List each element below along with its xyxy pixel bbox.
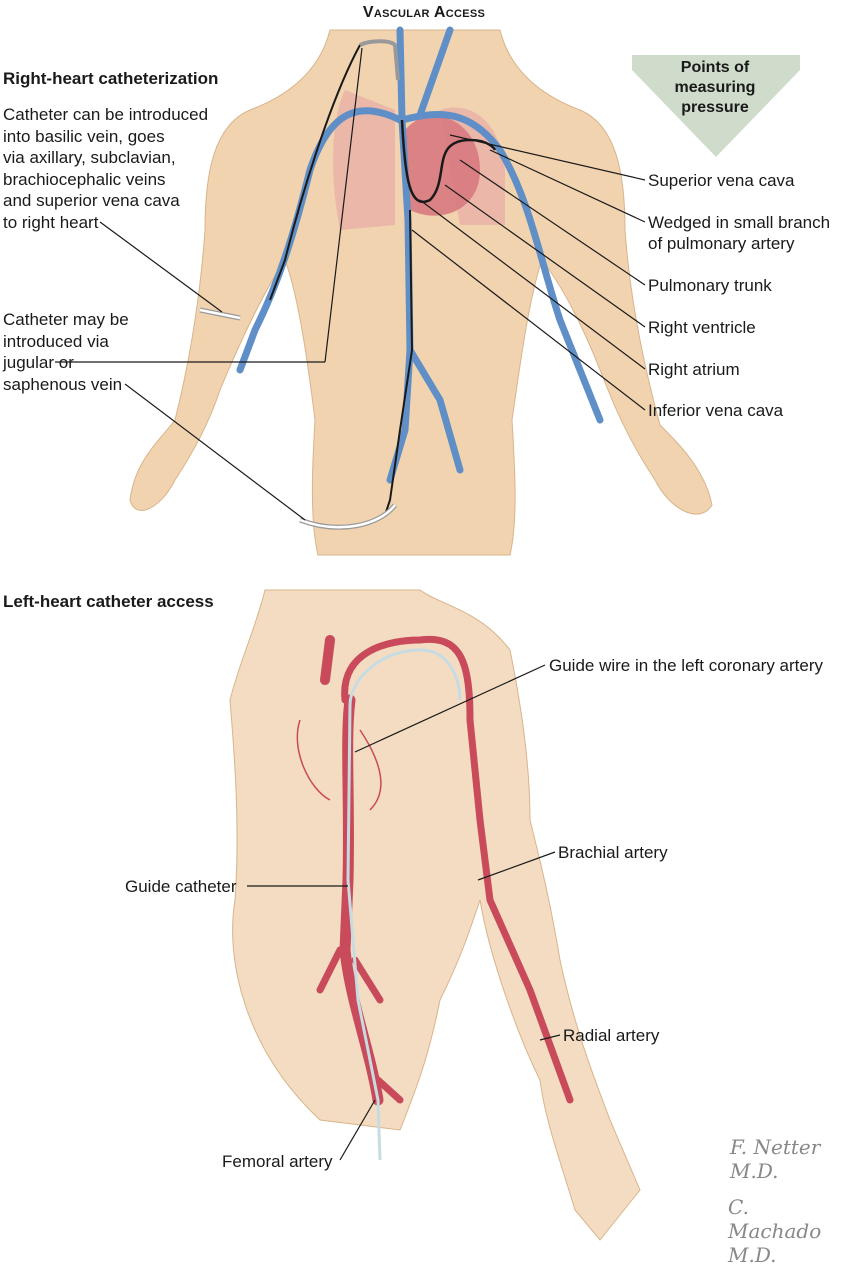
label-wedged-2: of pulmonary artery (648, 234, 795, 253)
left-heart-heading: Left-heart catheter access (3, 592, 214, 611)
body-figure-top (129, 26, 713, 556)
note-line: introduced via (3, 331, 109, 351)
note-line: to right heart (3, 212, 99, 232)
leader-lines-bottom (247, 664, 561, 1161)
arrow-line: pressure (681, 99, 749, 116)
label-wedged: Wedged in small branch (648, 213, 831, 232)
signature-machado: C. Machado M.D. (728, 1195, 822, 1267)
label-radial-artery: Radial artery (563, 1026, 660, 1045)
leader-lines-top (55, 47, 646, 521)
label-right-atrium: Right atrium (648, 360, 740, 379)
note-line: Catheter may be (3, 310, 129, 329)
note-line: brachiocephalic veins (3, 169, 166, 189)
label-guide-catheter: Guide catheter (125, 877, 237, 896)
signature-netter: F. Netter M.D. (730, 1135, 821, 1183)
note-line: jugular or (3, 353, 74, 372)
body-figure-bottom (229, 589, 641, 1241)
jugular-note: Catheter may be introduced via jugular o… (3, 309, 129, 395)
label-femoral-artery: Femoral artery (222, 1152, 333, 1171)
basilic-note: Catheter can be introduced into basilic … (3, 104, 208, 233)
note-line: via axillary, subclavian, (3, 148, 176, 167)
arrow-label: Points of measuring pressure (655, 58, 775, 118)
arrow-line: measuring (674, 79, 756, 96)
label-brachial-artery: Brachial artery (558, 843, 668, 862)
note-line: and superior vena cava (3, 191, 180, 210)
arrow-line: Points of (680, 59, 750, 76)
label-guide-wire: Guide wire in the left coronary artery (549, 656, 824, 675)
label-right-ventricle: Right ventricle (648, 318, 756, 337)
note-line: saphenous vein (3, 374, 123, 394)
label-pulmonary-trunk: Pulmonary trunk (648, 276, 772, 295)
pressure-arrow (632, 55, 800, 157)
right-heart-heading: Right-heart catheterization (3, 69, 219, 88)
label-inferior-vena-cava: Inferior vena cava (648, 401, 784, 420)
note-line: into basilic vein, goes (3, 126, 165, 146)
note-line: Catheter can be introduced (3, 105, 209, 124)
page-title: Vascular Access (362, 4, 486, 21)
label-superior-vena-cava: Superior vena cava (648, 171, 795, 190)
